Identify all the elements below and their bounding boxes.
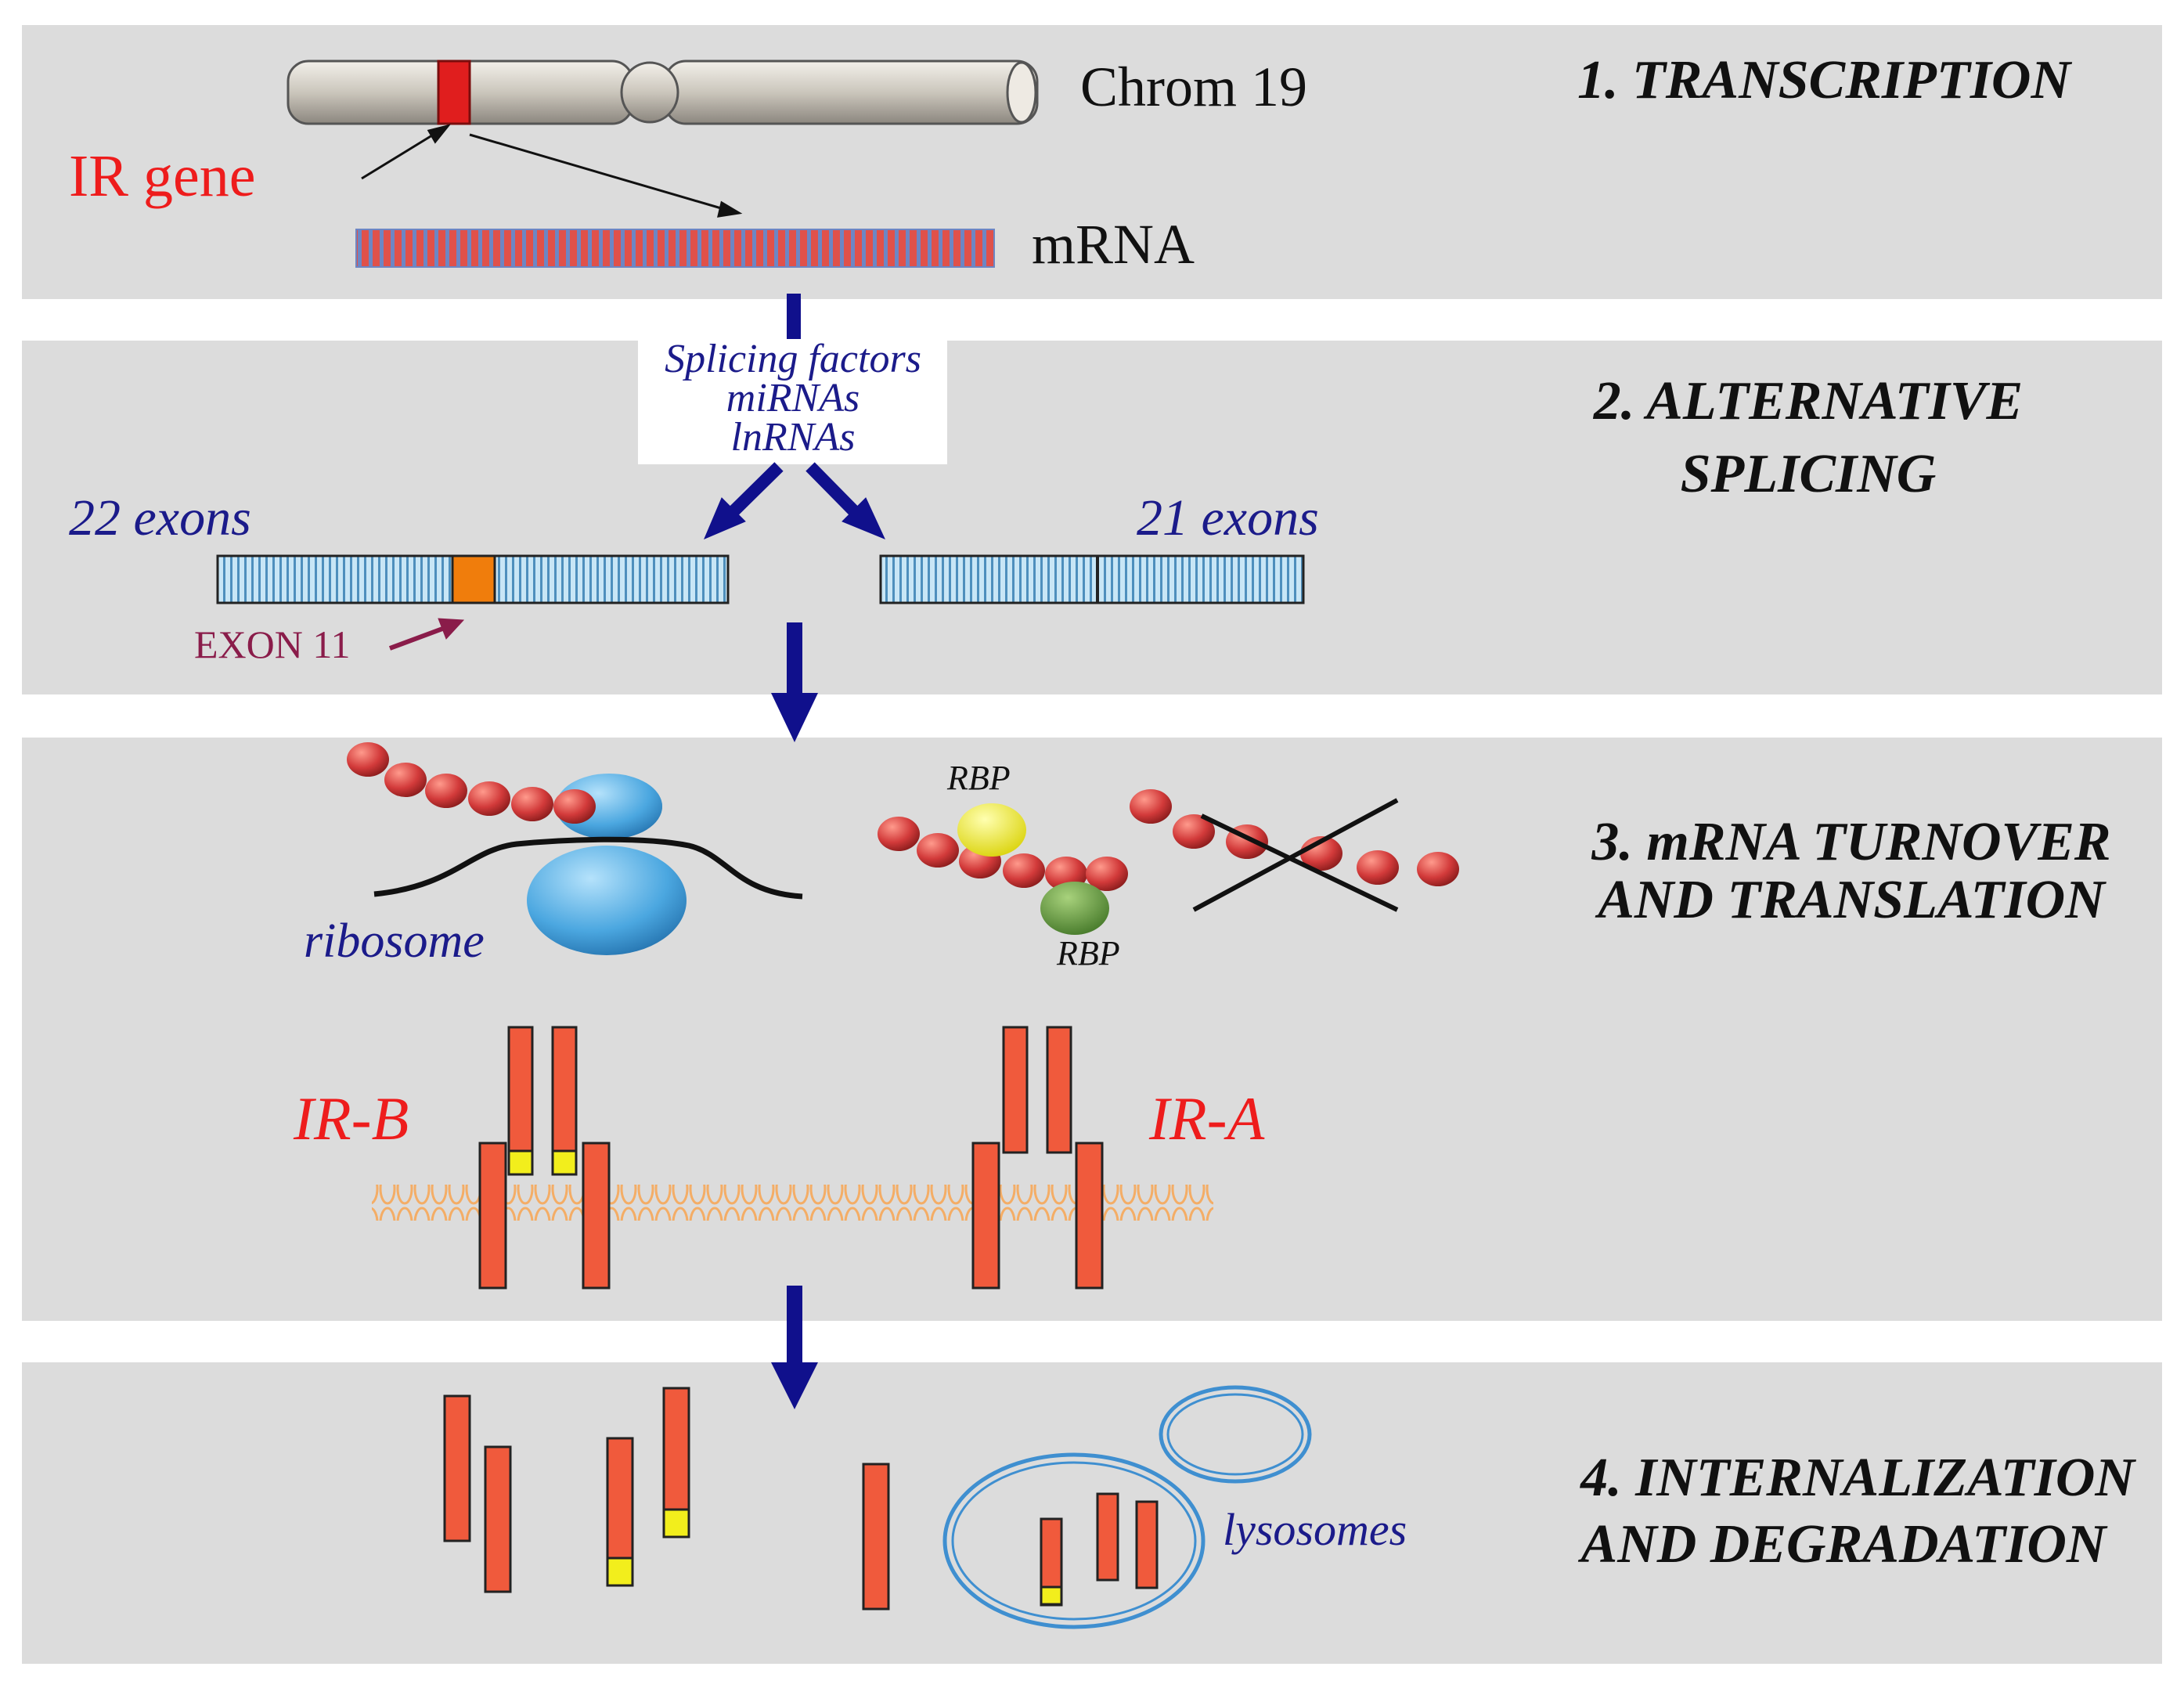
exons-21-label: 21 exons [1137,489,1319,547]
exon-11-label: EXON 11 [194,622,351,666]
lysosome-small [1159,1385,1312,1484]
chromosome-label: Chrom 19 [1080,56,1307,118]
panel-internalization-degradation [22,1362,2162,1664]
rbp-green [1040,882,1109,935]
regulators-box [638,339,947,464]
panel-2-title-line1: 2. ALTERNATIVE [1593,371,2023,431]
arrow-transcription-to-splicing [787,294,801,341]
arrow-translation-to-internalization [771,1286,818,1409]
panel-3-title-line1: 3. mRNA TURNOVER [1591,812,2110,872]
ir-gene-locus [437,60,471,125]
ir-a-receptor [971,1026,1104,1290]
transcript-ir-a [879,554,1305,604]
degraded-mrna [1130,789,1459,912]
cell-membrane [372,1185,1213,1221]
transcript-ir-b [216,554,730,604]
panel-3-title-line2: AND TRANSLATION [1595,870,2107,930]
regulator-lnrnas: lnRNAs [731,415,856,460]
ribosome [373,774,803,955]
ribosome-label: ribosome [304,914,485,968]
mrna-transcript [355,229,995,268]
lysosome-receptors [1040,1492,1159,1607]
mrna-label: mRNA [1032,213,1195,276]
panel-4-title-line1: 4. INTERNALIZATION [1579,1448,2136,1508]
cross-mark [1192,798,1399,912]
splicing-branch-arrows [704,462,885,539]
arrow-splicing-to-translation [771,622,818,742]
chromosome-19 [287,60,1039,125]
panel-4-title-line2: AND DEGRADATION [1578,1514,2108,1575]
ir-b-label: IR-B [293,1084,409,1153]
gene-pointer-arrows [361,124,743,218]
exon-11 [451,554,496,604]
rbp-bound-mrna [878,803,1128,935]
panel-1-title: 1. TRANSCRIPTION [1577,50,2073,110]
ir-b-receptor [478,1026,611,1290]
exon-11-pointer [388,618,465,651]
panel-alternative-splicing [22,341,2162,694]
ir-gene-label: IR gene [69,143,255,209]
rbp-bottom-label: RBP [1056,934,1120,972]
exons-22-label: 22 exons [69,489,251,547]
regulator-splicing-factors: Splicing factors [665,337,921,381]
lysosome-large [942,1452,1206,1629]
ribosome-peptide-chain [347,742,596,824]
lysosomes-label: lysosomes [1223,1504,1407,1555]
panel-2-title-line2: SPLICING [1681,444,1937,504]
internalized-receptors [443,1387,890,1611]
rbp-top-label: RBP [946,759,1011,797]
ir-a-label: IR-A [1148,1084,1265,1153]
regulator-mirnas: miRNAs [726,376,860,420]
rbp-yellow [957,803,1026,857]
